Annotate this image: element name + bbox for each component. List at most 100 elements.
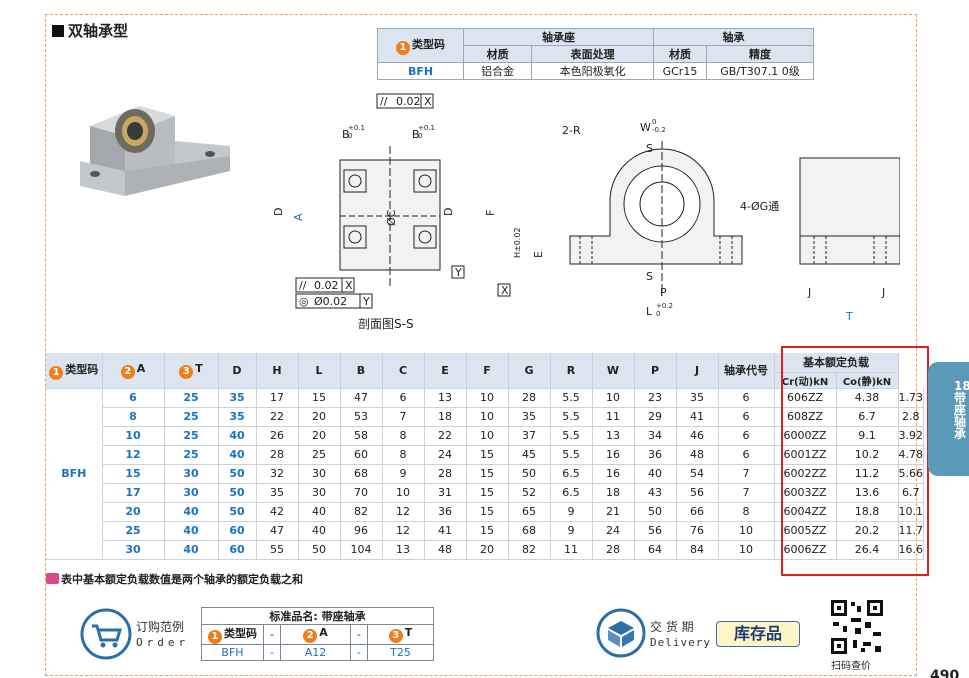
- table-cell: 24: [592, 521, 635, 541]
- table-cell: 28: [508, 388, 551, 408]
- dim-h-label: H±0.02: [513, 227, 522, 258]
- square-bullet-icon: [52, 25, 64, 37]
- table-cell: 25: [164, 426, 219, 446]
- table-cell: 40: [298, 521, 341, 541]
- table-cell: 82: [340, 502, 383, 522]
- page-number: 490: [930, 668, 960, 678]
- dim-b-tol-right: +0.1: [418, 124, 435, 132]
- table-cell: 5.5: [550, 426, 593, 446]
- table-cell: 9: [550, 521, 593, 541]
- title-text: 双轴承型: [68, 22, 129, 40]
- table-cell: 35: [256, 483, 299, 503]
- table-cell: 6.5: [550, 483, 593, 503]
- table-cell: 41: [676, 407, 719, 427]
- table-cell: 68: [508, 521, 551, 541]
- table-cell: 10: [718, 540, 775, 560]
- number-1-icon: 1: [49, 365, 64, 380]
- table-cell: 608ZZ: [774, 407, 837, 427]
- table-cell: 1.73: [898, 388, 924, 408]
- tol-bot1-symbol: //: [299, 279, 307, 292]
- datum-x: X: [501, 284, 509, 297]
- cart-icon: [80, 608, 132, 660]
- table-cell: 50: [634, 502, 677, 522]
- order-h-label: 类型码: [224, 627, 257, 640]
- table-cell: 5.5: [550, 407, 593, 427]
- table-cell: 15: [102, 464, 165, 484]
- number-1-icon: 1: [396, 41, 410, 55]
- product-3d-image: [80, 106, 230, 196]
- dim-f-label: F: [484, 210, 497, 216]
- table-cell: 13: [382, 540, 425, 560]
- col-r: R: [550, 353, 593, 389]
- delivery-label-en: Delivery: [650, 636, 711, 649]
- table-cell: 23: [634, 388, 677, 408]
- mat-cell: GCr15: [653, 62, 707, 80]
- page-title: 双轴承型: [52, 20, 128, 41]
- table-cell: 13: [424, 388, 467, 408]
- table-cell: 22: [256, 407, 299, 427]
- table-cell: 40: [634, 464, 677, 484]
- front-view: [497, 141, 743, 297]
- mat-cell: GB/T307.1 0级: [705, 62, 815, 80]
- order-h-sep: -: [263, 624, 281, 645]
- table-cell: 22: [424, 426, 467, 446]
- tol-bot1-value: 0.02: [314, 279, 339, 292]
- table-cell: 48: [424, 540, 467, 560]
- table-cell: 12: [382, 521, 425, 541]
- order-v-sep: -: [263, 644, 281, 661]
- number-2-icon: 2: [303, 629, 318, 643]
- delivery-label: 交 货 期 Delivery: [650, 620, 711, 650]
- dim-t-label: T: [845, 310, 853, 323]
- dim-w-tol2: -0.2: [652, 126, 666, 134]
- tol-bot2-value: Ø0.02: [314, 295, 347, 308]
- table-cell: 6003ZZ: [774, 483, 837, 503]
- table-cell: 70: [340, 483, 383, 503]
- qr-code-icon[interactable]: [829, 598, 885, 656]
- table-cell: 9.1: [836, 426, 899, 446]
- number-3-icon: 3: [388, 629, 403, 643]
- table-cell: 6: [718, 445, 775, 465]
- table-cell: 17: [256, 388, 299, 408]
- side-tab-char: 轴: [954, 415, 967, 429]
- table-cell: 20: [466, 540, 509, 560]
- table-cell: 10: [466, 407, 509, 427]
- load-note: 表中基本额定负载数值是两个轴承的额定负载之和: [46, 571, 303, 587]
- col-label: 类型码: [65, 362, 99, 376]
- table-cell: 48: [676, 445, 719, 465]
- table-cell: 6001ZZ: [774, 445, 837, 465]
- col-d: D: [218, 353, 257, 389]
- table-cell: 9: [382, 464, 425, 484]
- col-load-group: 基本额定负载: [774, 353, 899, 373]
- table-cell: 29: [634, 407, 677, 427]
- table-cell: 30: [164, 464, 219, 484]
- table-cell: 15: [466, 502, 509, 522]
- table-cell: 50: [218, 502, 257, 522]
- page-frame: [45, 14, 917, 676]
- table-cell: 7: [382, 407, 425, 427]
- dim-b-left: B: [342, 128, 350, 141]
- section-mark-top: S: [646, 142, 653, 155]
- col-p: P: [634, 353, 677, 389]
- type-code-cell: BFH: [46, 388, 103, 560]
- table-cell: 11: [550, 540, 593, 560]
- order-label-en: Order: [136, 636, 190, 649]
- table-cell: 2.8: [898, 407, 924, 427]
- dim-e-label: E: [532, 251, 545, 258]
- col-f: F: [466, 353, 509, 389]
- mat-header: 材质: [462, 45, 533, 63]
- table-cell: 25: [102, 521, 165, 541]
- table-cell: 28: [256, 445, 299, 465]
- table-cell: 24: [424, 445, 467, 465]
- col-label: A: [136, 361, 146, 375]
- order-h-label: T: [404, 626, 413, 639]
- table-cell: 9: [550, 502, 593, 522]
- table-cell: 40: [218, 426, 257, 446]
- table-cell: 6: [718, 426, 775, 446]
